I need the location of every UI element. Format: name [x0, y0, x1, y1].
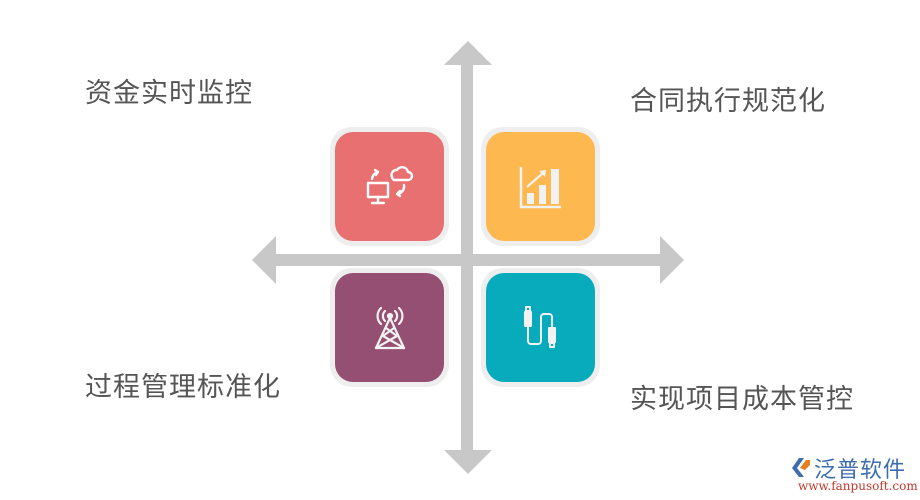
- arrow-up-icon: [444, 41, 492, 65]
- tile-bottom-right: [481, 268, 600, 387]
- brand-name: 泛普软件: [814, 458, 907, 483]
- tile-top-right: [481, 127, 600, 246]
- arrow-left-icon: [252, 236, 276, 284]
- radio-tower-icon: [374, 306, 405, 349]
- horizontal-axis: [272, 254, 664, 266]
- bar-chart-growth-icon: [519, 166, 561, 208]
- tile-top-left: [330, 127, 449, 246]
- arrow-down-icon: [444, 450, 492, 474]
- tile-bottom-left: [330, 268, 449, 387]
- computer-cloud-sync-icon: [366, 165, 413, 204]
- label-top-right: 合同执行规范化: [630, 86, 826, 117]
- arrow-right-icon: [660, 236, 684, 284]
- usb-cable-icon: [523, 305, 556, 348]
- label-bottom-left: 过程管理标准化: [85, 372, 281, 403]
- brand-logo: 泛普软件 www.fanpusoft.com: [790, 452, 918, 497]
- label-bottom-right: 实现项目成本管控: [630, 384, 854, 415]
- fanpu-logo-icon: [792, 458, 810, 477]
- brand-url: www.fanpusoft.com: [798, 479, 918, 493]
- label-top-left: 资金实时监控: [85, 78, 253, 109]
